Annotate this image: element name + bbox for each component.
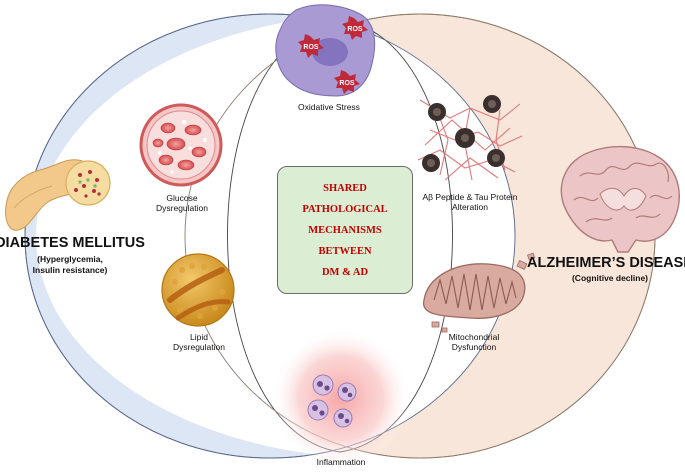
diabetes-title: DIABETES MELLITUS <box>0 235 145 251</box>
plaque-icon <box>428 103 446 121</box>
center-line: DM & AD <box>321 266 369 278</box>
plaque-icon <box>483 95 501 113</box>
svg-text:ROS: ROS <box>339 80 355 87</box>
label-mito-line2: Dysfunction <box>452 342 497 352</box>
center-line: BETWEEN <box>318 245 372 257</box>
label-abeta-line2: Alteration <box>452 202 488 212</box>
plaque-icon <box>487 149 505 167</box>
oxidative-stress-illustration: ROS ROS ROS <box>275 4 376 97</box>
label-mito-line1: Mitochondrial <box>449 332 500 342</box>
label-lipid-line1: Lipid <box>190 332 208 342</box>
center-line: MECHANISMS <box>308 224 382 236</box>
alzheimer-title: ALZHEIMER’S DISEASE <box>527 255 685 271</box>
ros-icon: ROS <box>334 70 360 94</box>
brain-icon <box>560 145 680 253</box>
blood-vessel-icon <box>139 103 223 187</box>
diabetes-subtitle-line2: Insulin resistance) <box>33 265 108 275</box>
inflammation-illustration <box>271 328 411 468</box>
amyloid-tau-icon <box>417 95 523 181</box>
ros-icon: ROS <box>298 34 324 58</box>
diabetes-subtitle-line1: (Hyperglycemia, <box>37 254 103 264</box>
label-oxidative-stress: Oxidative Stress <box>298 102 360 112</box>
label-glucose-line2: Dysregulation <box>156 203 208 213</box>
alzheimer-subtitle: (Cognitive decline) <box>572 273 648 283</box>
svg-text:ROS: ROS <box>303 44 319 51</box>
shared-mechanisms-box: SHARED PATHOLOGICAL MECHANISMS BETWEEN D… <box>277 166 413 294</box>
center-line: PATHOLOGICAL <box>302 203 388 215</box>
pancreas-icon <box>5 159 111 231</box>
label-abeta-line1: Aβ Peptide & Tau Protein <box>423 192 518 202</box>
plaque-icon <box>455 128 475 148</box>
labels: Oxidative Stress Glucose Dysregulation L… <box>0 102 685 467</box>
label-lipid-line2: Dysregulation <box>173 342 225 352</box>
mitochondrion-icon <box>423 252 536 333</box>
label-inflammation: Inflammation <box>317 457 366 467</box>
center-line: SHARED <box>323 182 367 194</box>
label-glucose-line1: Glucose <box>166 193 197 203</box>
svg-text:ROS: ROS <box>347 26 363 33</box>
plaque-icon <box>422 154 440 172</box>
lipoprotein-icon <box>161 253 235 327</box>
ros-icon: ROS <box>342 16 368 40</box>
